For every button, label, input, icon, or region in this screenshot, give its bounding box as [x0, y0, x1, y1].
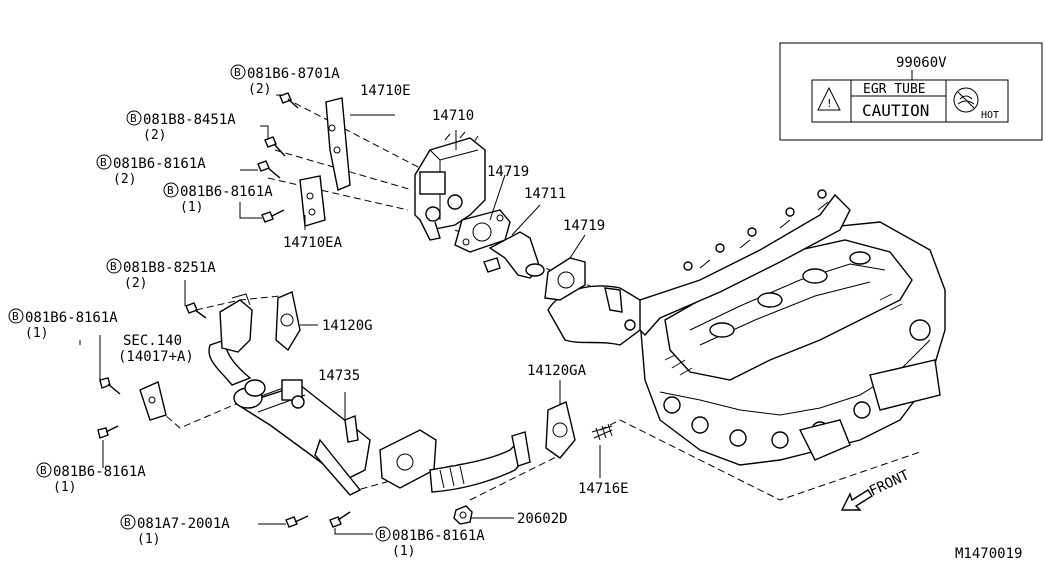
sec140-bracket	[97, 302, 207, 439]
label-14735: 14735	[318, 368, 360, 384]
caution-hot: HOT	[981, 110, 999, 121]
bolt-qty: (2)	[113, 172, 136, 187]
front-arrow-icon	[840, 489, 873, 511]
bolt-prefix: B	[167, 184, 174, 197]
nut-20602d	[453, 505, 473, 525]
front-label: FRONT	[867, 467, 912, 500]
flange-14120ga	[545, 401, 576, 459]
label-14716e: 14716E	[578, 481, 629, 497]
bolt-b-icon	[126, 110, 142, 126]
adapter-14711	[483, 231, 545, 279]
svg-text:!: !	[826, 97, 833, 110]
bolt-b-icon	[163, 182, 179, 198]
caution-line1: EGR TUBE	[863, 82, 926, 97]
bolt-prefix: B	[234, 66, 241, 79]
label-20602d: 20602D	[517, 511, 568, 527]
egr-valve	[414, 131, 486, 241]
bolt-number: 081B6-8161A	[53, 464, 146, 480]
bolt-b-icon	[230, 64, 246, 80]
bolt-qty: (2)	[143, 128, 166, 143]
bolt-callout-5: B 081B8-8251A (2)	[106, 258, 216, 291]
bolt-qty: (2)	[124, 276, 147, 291]
bolt-callout-2: B 081B8-8451A (2)	[126, 110, 236, 143]
diagram-id: M1470019	[955, 546, 1022, 562]
part-labels: 14710 14710E 14710EA 14719 14711 14719 1…	[118, 83, 629, 527]
bolt-number: 081A7-2001A	[137, 516, 230, 532]
caution-label-panel: 99060V ! EGR TUBE CAUTION HOT	[779, 42, 1043, 141]
label-14710e: 14710E	[360, 83, 411, 99]
bolt-qty: (1)	[53, 480, 76, 495]
bolt-qty: (1)	[137, 532, 160, 547]
label-14719-b: 14719	[563, 218, 605, 234]
label-14710: 14710	[432, 108, 474, 124]
bolt-prefix: B	[130, 112, 137, 125]
bolt-prefix: B	[100, 156, 107, 169]
label-14120ga: 14120GA	[527, 363, 587, 379]
bolt-callout-6: B 081B6-8161A (1)	[8, 308, 118, 341]
warning-triangle-icon	[817, 86, 841, 111]
bolt-prefix: B	[110, 260, 117, 273]
bolt-b-icon	[8, 308, 24, 324]
bolt-qty: (2)	[248, 82, 271, 97]
bracket-14710e	[325, 97, 351, 191]
bolt-qty: (1)	[180, 200, 203, 215]
bolt-b-icon	[120, 514, 136, 530]
bolt-prefix: B	[12, 310, 19, 323]
flange-14120g	[275, 291, 301, 352]
bolt-b-icon	[96, 154, 112, 170]
bolt-number: 081B6-8701A	[247, 66, 340, 82]
hot-surface-icon	[953, 87, 979, 113]
bolt-b-icon	[375, 526, 391, 542]
egr-cooler-14735	[208, 339, 371, 496]
bolt-prefix: B	[40, 464, 47, 477]
bolt-qty: (1)	[392, 544, 415, 559]
cylinder-head	[629, 189, 946, 466]
bracket-14710ea	[299, 175, 326, 227]
bolt-b-icon	[106, 258, 122, 274]
bolt-prefix: B	[124, 516, 131, 529]
stud-14716e	[591, 423, 613, 441]
bolt-callout-1: B 081B6-8701A (2)	[230, 64, 340, 97]
bolt-number: 081B6-8161A	[25, 310, 118, 326]
bolt-number: 081B6-8161A	[180, 184, 273, 200]
front-indicator: FRONT	[840, 467, 912, 511]
leader-lines	[79, 94, 601, 535]
bolt-callout-7: B 081B6-8161A (1)	[36, 462, 146, 495]
caution-part-number: 99060V	[896, 55, 947, 71]
label-14719-a: 14719	[487, 164, 529, 180]
bolt-number: 081B6-8161A	[392, 528, 485, 544]
bolt-number: 081B6-8161A	[113, 156, 206, 172]
bolts-upper	[257, 92, 299, 223]
label-14710ea: 14710EA	[283, 235, 343, 251]
bolt-number: 081B8-8251A	[123, 260, 216, 276]
label-14120g: 14120G	[322, 318, 373, 334]
label-sec140-ref: (14017+A)	[118, 349, 194, 365]
bolt-b-icon	[36, 462, 52, 478]
bolt-callout-3: B 081B6-8161A (2)	[96, 154, 206, 187]
egr-pipe-inlet	[219, 293, 253, 353]
egr-tube-upper	[547, 285, 641, 346]
bolt-callout-9: B 081B6-8161A (1)	[375, 526, 485, 559]
egr-pipe-lower	[379, 429, 531, 493]
bolt-prefix: B	[379, 528, 386, 541]
bolt-callout-4: B 081B6-8161A (1)	[163, 182, 273, 215]
bolt-number: 081B8-8451A	[143, 112, 236, 128]
label-14711: 14711	[524, 186, 566, 202]
bolt-qty: (1)	[25, 326, 48, 341]
caution-line2: CAUTION	[862, 101, 929, 120]
label-sec140: SEC.140	[123, 333, 182, 349]
bolts-lower	[285, 511, 351, 528]
bolt-callout-8: B 081A7-2001A (1)	[120, 514, 230, 547]
